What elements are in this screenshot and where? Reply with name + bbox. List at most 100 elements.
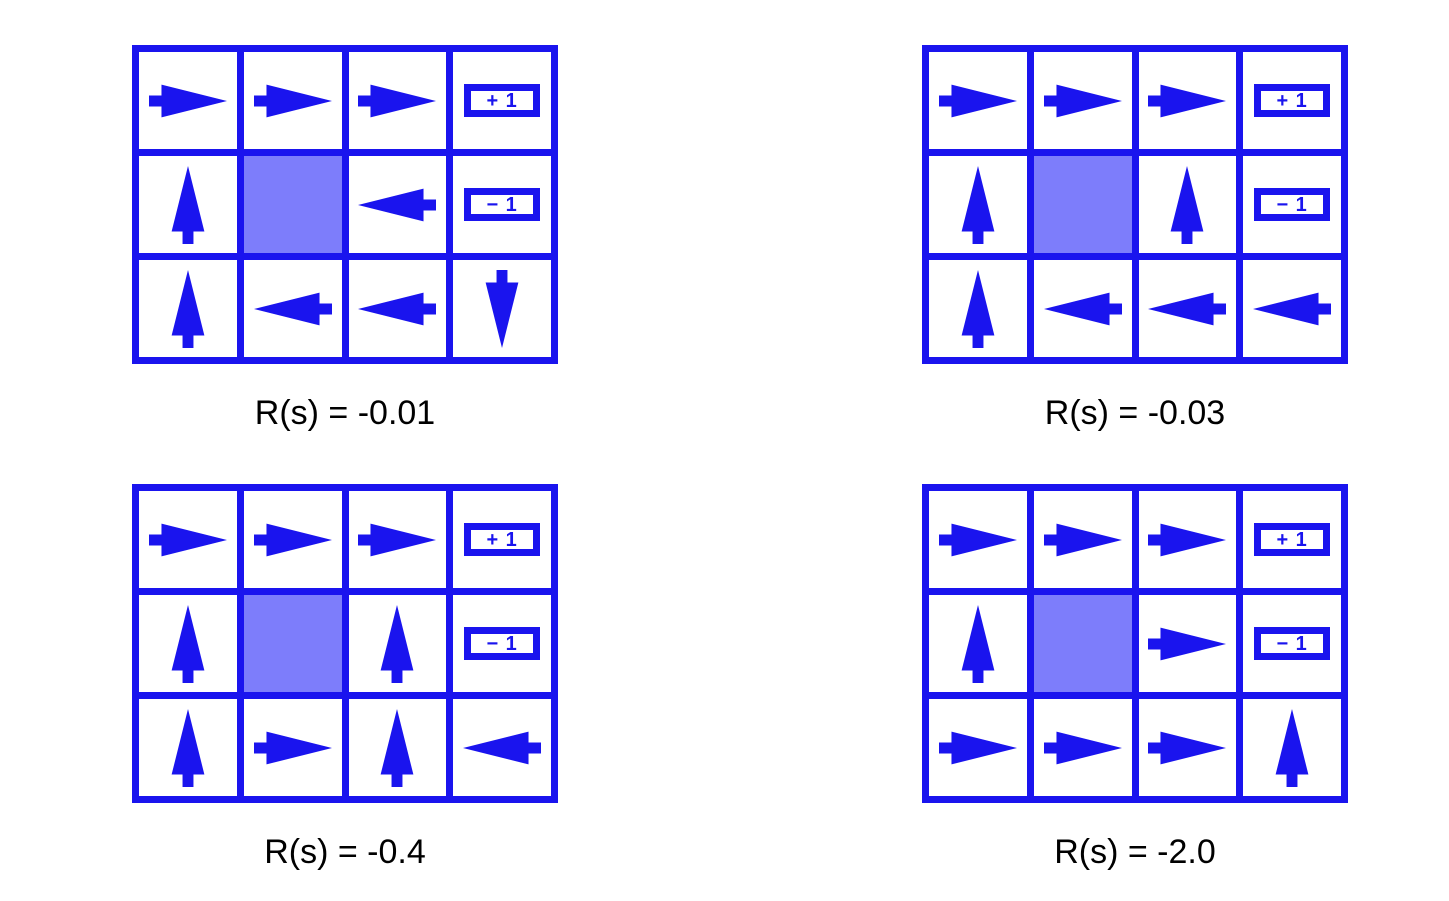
panel-caption: R(s) = -0.03	[1044, 394, 1226, 432]
arrow-right-icon	[1148, 84, 1227, 117]
grid-cell[interactable]	[243, 260, 342, 357]
arrow-right-icon	[1043, 84, 1122, 117]
grid-cell[interactable]	[139, 52, 237, 149]
terminal-reward-label: + 1	[486, 89, 518, 112]
terminal-negative: − 1	[464, 188, 541, 221]
panel-caption: R(s) = -2.0	[1054, 833, 1216, 871]
arrow-up-icon	[1275, 708, 1309, 787]
grid-cell[interactable]	[1138, 156, 1237, 253]
grid-cell[interactable]	[929, 260, 1027, 357]
arrow-up-icon	[380, 708, 414, 787]
wall-cell	[243, 595, 342, 692]
terminal-reward-label: − 1	[1276, 193, 1308, 216]
grid-cell[interactable]	[348, 156, 447, 253]
terminal-reward-label: − 1	[486, 193, 518, 216]
grid-cell[interactable]	[1138, 491, 1237, 588]
grid-cell[interactable]	[1138, 595, 1237, 692]
grid-frame: + 1 − 1	[922, 484, 1348, 803]
wall-cell	[1033, 595, 1132, 692]
terminal-reward-label: + 1	[1276, 89, 1308, 112]
arrow-right-icon	[358, 84, 437, 117]
arrow-right-icon	[938, 523, 1017, 556]
grid-cell[interactable]	[1243, 260, 1341, 357]
grid-cell[interactable]	[139, 699, 237, 796]
grid-cell[interactable]: + 1	[1243, 52, 1341, 149]
grid-cell[interactable]	[348, 491, 447, 588]
terminal-reward-label: + 1	[1276, 528, 1308, 551]
grid-frame: + 1 − 1	[922, 45, 1348, 364]
terminal-positive: + 1	[1254, 523, 1331, 556]
arrow-left-icon	[463, 731, 542, 764]
terminal-negative: − 1	[1254, 627, 1331, 660]
grid-cell[interactable]	[1138, 260, 1237, 357]
arrow-right-icon	[938, 84, 1017, 117]
grid-cell[interactable]	[1138, 699, 1237, 796]
grid-cell[interactable]	[1033, 52, 1132, 149]
grid-cell[interactable]: − 1	[1243, 156, 1341, 253]
terminal-positive: + 1	[464, 523, 541, 556]
grid-cell[interactable]	[348, 595, 447, 692]
grid-cell[interactable]	[1033, 699, 1132, 796]
policy-grid-panel: + 1 − 1	[132, 484, 558, 803]
arrow-left-icon	[1043, 292, 1122, 325]
grid-cell[interactable]	[453, 260, 551, 357]
arrow-left-icon	[1253, 292, 1332, 325]
terminal-positive: + 1	[1254, 84, 1331, 117]
grid-cell[interactable]	[1033, 260, 1132, 357]
arrow-up-icon	[380, 604, 414, 683]
arrow-left-icon	[1148, 292, 1227, 325]
grid-cell[interactable]	[1138, 52, 1237, 149]
arrow-right-icon	[358, 523, 437, 556]
grid-cell[interactable]	[139, 491, 237, 588]
grid-cell[interactable]	[139, 260, 237, 357]
grid-cell[interactable]	[929, 52, 1027, 149]
grid-cell[interactable]	[929, 156, 1027, 253]
arrow-up-icon	[171, 269, 205, 348]
grid-cell[interactable]	[453, 699, 551, 796]
grid-cell[interactable]	[139, 595, 237, 692]
grid-cell[interactable]	[929, 699, 1027, 796]
arrow-up-icon	[961, 165, 995, 244]
grid-cell[interactable]	[348, 699, 447, 796]
policy-grid-panel: + 1 − 1	[922, 45, 1348, 364]
policy-grid-panel: + 1 − 1	[132, 45, 558, 364]
grid-cell[interactable]	[348, 52, 447, 149]
arrow-right-icon	[938, 731, 1017, 764]
grid-cell[interactable]	[243, 52, 342, 149]
panel-caption: R(s) = -0.4	[264, 833, 426, 871]
arrow-right-icon	[148, 84, 227, 117]
terminal-reward-label: + 1	[486, 528, 518, 551]
grid-cell[interactable]	[1033, 491, 1132, 588]
grid-cell[interactable]: − 1	[1243, 595, 1341, 692]
arrow-right-icon	[1148, 731, 1227, 764]
grid-cell[interactable]	[348, 260, 447, 357]
arrow-right-icon	[1148, 523, 1227, 556]
terminal-negative: − 1	[464, 627, 541, 660]
grid-cell[interactable]	[139, 156, 237, 253]
grid-cell[interactable]: + 1	[453, 491, 551, 588]
grid-cell[interactable]	[929, 595, 1027, 692]
grid-cell[interactable]	[243, 699, 342, 796]
arrow-right-icon	[1148, 627, 1227, 660]
grid-frame: + 1 − 1	[132, 45, 558, 364]
arrow-right-icon	[148, 523, 227, 556]
panel-caption: R(s) = -0.01	[254, 394, 436, 432]
policy-grid-panel: + 1 − 1	[922, 484, 1348, 803]
arrow-left-icon	[358, 292, 437, 325]
grid-cell[interactable]	[929, 491, 1027, 588]
grid-cell[interactable]: − 1	[453, 156, 551, 253]
arrow-right-icon	[253, 731, 332, 764]
arrow-right-icon	[1043, 523, 1122, 556]
grid-cell[interactable]: + 1	[453, 52, 551, 149]
grid-cell[interactable]	[243, 491, 342, 588]
terminal-reward-label: − 1	[1276, 632, 1308, 655]
terminal-negative: − 1	[1254, 188, 1331, 221]
grid-cell[interactable]	[1243, 699, 1341, 796]
terminal-positive: + 1	[464, 84, 541, 117]
arrow-left-icon	[358, 188, 437, 221]
grid-cell[interactable]: + 1	[1243, 491, 1341, 588]
arrow-right-icon	[253, 523, 332, 556]
grid-cell[interactable]: − 1	[453, 595, 551, 692]
arrow-right-icon	[1043, 731, 1122, 764]
